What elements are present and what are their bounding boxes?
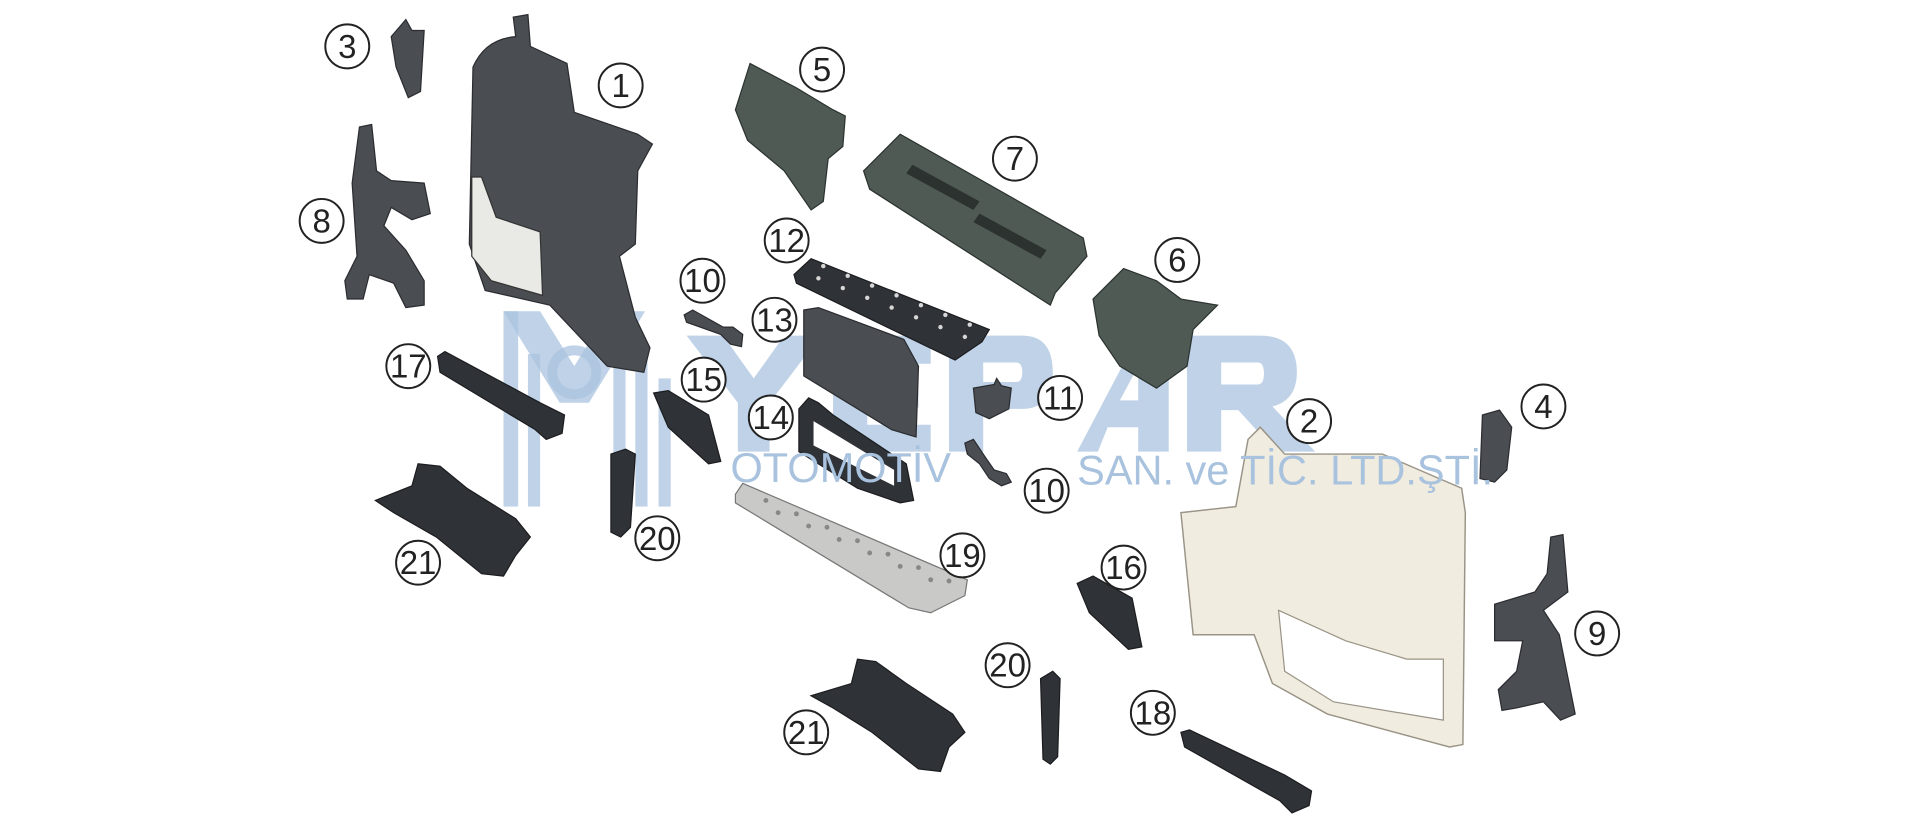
part-12-holes <box>816 263 972 340</box>
callout-20-right: 20 <box>984 642 1031 689</box>
svg-text:11: 11 <box>1043 379 1077 416</box>
part-16-cover <box>1076 575 1143 651</box>
callout-17: 17 <box>385 343 432 390</box>
part-10-clip-lower <box>964 438 1013 487</box>
callout-10-lower: 10 <box>1023 467 1070 514</box>
part-19-holes <box>763 498 952 584</box>
svg-text:21: 21 <box>400 544 437 581</box>
svg-text:19: 19 <box>944 537 981 574</box>
svg-text:17: 17 <box>390 348 427 385</box>
part-15-cover <box>652 389 722 465</box>
callout-16: 16 <box>1100 544 1147 591</box>
part-13-panel <box>803 306 920 438</box>
part-21-plate-left <box>374 463 532 577</box>
svg-text:5: 5 <box>813 51 831 88</box>
svg-text:20: 20 <box>639 520 676 557</box>
callout-21-right: 21 <box>783 709 830 756</box>
part-5-corner-panel <box>734 62 846 211</box>
callout-1: 1 <box>597 62 644 109</box>
callout-8: 8 <box>298 197 345 244</box>
svg-text:4: 4 <box>1534 388 1552 425</box>
callout-11: 11 <box>1037 374 1084 421</box>
svg-text:14: 14 <box>752 399 789 436</box>
callout-10-upper: 10 <box>679 257 726 304</box>
part-2-light-opening <box>1277 609 1444 721</box>
svg-text:9: 9 <box>1588 615 1606 652</box>
callout-21-left: 21 <box>395 539 442 586</box>
svg-text:6: 6 <box>1168 241 1186 278</box>
part-3-bracket <box>390 18 425 99</box>
svg-text:7: 7 <box>1006 140 1024 177</box>
part-21-plate-right <box>809 658 966 773</box>
part-8-bracket <box>344 123 431 309</box>
svg-text:15: 15 <box>685 361 722 398</box>
svg-text:18: 18 <box>1135 694 1172 731</box>
callout-2: 2 <box>1286 398 1333 445</box>
svg-text:12: 12 <box>768 222 805 259</box>
callout-19: 19 <box>939 532 986 579</box>
callout-18: 18 <box>1129 689 1176 736</box>
callout-20-left: 20 <box>634 515 681 562</box>
callout-6: 6 <box>1154 237 1201 283</box>
watermark-otomotiv: OTOMOTİV <box>731 444 952 491</box>
svg-text:21: 21 <box>788 714 825 751</box>
svg-text:16: 16 <box>1105 549 1142 586</box>
svg-text:1: 1 <box>612 67 630 104</box>
part-7-slot <box>906 164 1047 259</box>
part-20-bracket-right <box>1039 670 1061 765</box>
part-17-bracket <box>436 350 566 441</box>
svg-text:20: 20 <box>989 647 1026 684</box>
callout-14: 14 <box>747 394 794 441</box>
part-11-clip <box>972 377 1012 420</box>
part-6-corner-panel <box>1092 267 1219 389</box>
part-4-bracket <box>1479 409 1513 483</box>
callout-5: 5 <box>799 46 846 93</box>
callout-3: 3 <box>324 23 371 70</box>
watermark-company: SAN. ve TİC. LTD.ŞTİ. <box>1077 447 1493 494</box>
svg-text:13: 13 <box>756 301 793 338</box>
part-18-bracket <box>1180 729 1313 814</box>
callout-9: 9 <box>1574 610 1621 657</box>
svg-text:10: 10 <box>1028 472 1065 509</box>
svg-text:8: 8 <box>312 202 330 239</box>
part-19-step-plate <box>734 482 968 614</box>
part-20-bracket-left <box>610 448 636 538</box>
callout-13: 13 <box>751 296 798 343</box>
svg-text:3: 3 <box>338 28 356 65</box>
callout-15: 15 <box>680 356 727 403</box>
part-14-frame-opening <box>813 421 895 486</box>
part-9-bracket <box>1494 533 1576 721</box>
callout-4: 4 <box>1520 383 1567 430</box>
svg-text:2: 2 <box>1300 403 1318 440</box>
callout-7: 7 <box>991 135 1038 182</box>
svg-text:10: 10 <box>684 262 721 299</box>
part-10-clip-upper <box>683 309 744 348</box>
callout-12: 12 <box>763 217 810 264</box>
part-1-light-opening <box>471 176 544 297</box>
